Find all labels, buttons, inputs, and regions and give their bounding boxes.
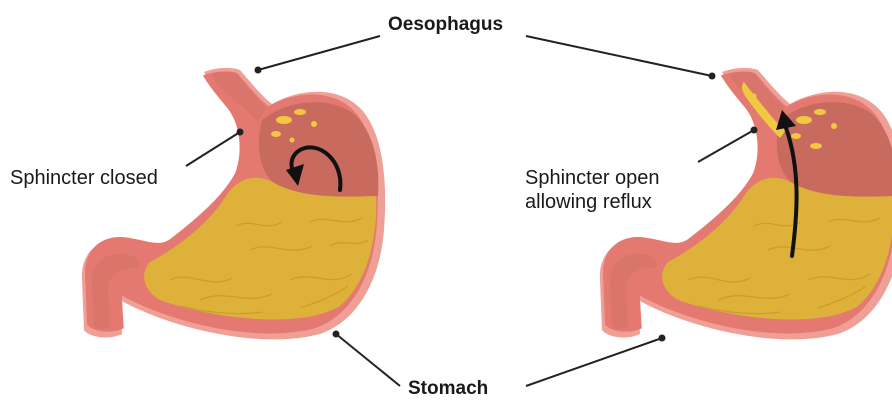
stomach-label: Stomach bbox=[408, 378, 488, 400]
sphincter-open-label-line1: Sphincter open bbox=[525, 166, 660, 190]
stomach-left bbox=[82, 68, 385, 340]
sphincter-open-label-line2: allowing reflux bbox=[525, 190, 652, 214]
leader-sphincter-open bbox=[698, 130, 754, 162]
leader-dot-oesophagus-left bbox=[255, 67, 262, 74]
leader-dot-stomach-left bbox=[333, 331, 340, 338]
leader-dot-sphincter-closed bbox=[237, 129, 244, 136]
leader-oesophagus-right bbox=[526, 36, 712, 76]
oesophagus-label: Oesophagus bbox=[388, 14, 503, 36]
leader-dot-stomach-right bbox=[659, 335, 666, 342]
leader-dot-oesophagus-right bbox=[709, 73, 716, 80]
leader-sphincter-closed bbox=[186, 132, 240, 166]
sphincter-closed-label: Sphincter closed bbox=[10, 166, 158, 190]
leader-stomach-left bbox=[336, 334, 400, 386]
leader-stomach-right bbox=[526, 338, 662, 386]
leader-dot-sphincter-open bbox=[751, 127, 758, 134]
leader-oesophagus-left bbox=[258, 36, 380, 70]
